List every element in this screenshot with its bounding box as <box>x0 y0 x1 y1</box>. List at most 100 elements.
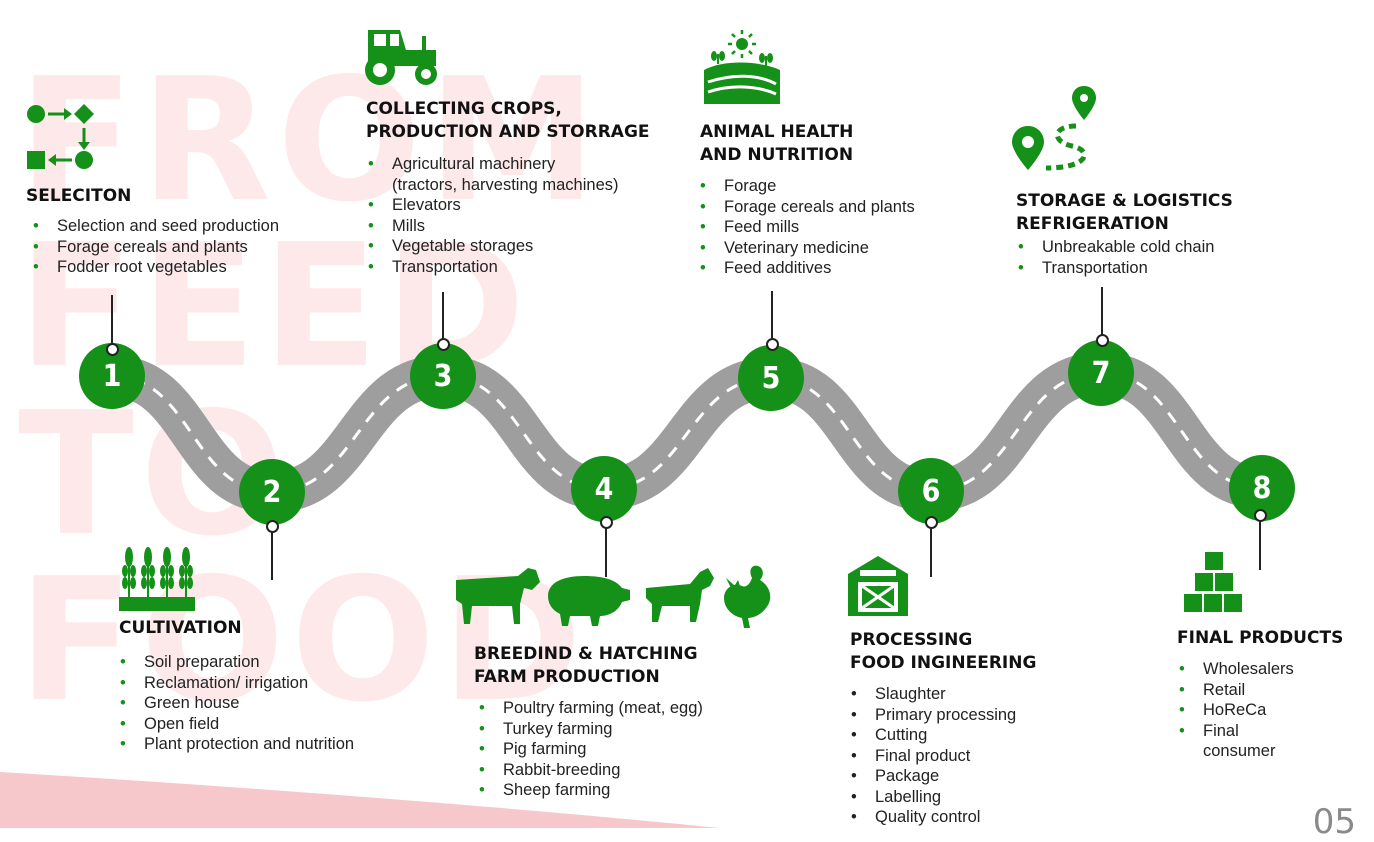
step-8-title: FINAL PRODUCTS <box>1177 627 1343 650</box>
step-3-title: COLLECTING CROPS, PRODUCTION AND STORRAG… <box>366 98 650 144</box>
list-item: Transportation <box>1016 258 1214 279</box>
bottom-stripe <box>0 772 720 828</box>
farm-animals-icon <box>456 565 771 628</box>
list-item: Forage cereals and plants <box>698 197 915 218</box>
list-item: Agricultural machinery <box>366 154 619 175</box>
list-item: Cutting <box>849 725 1016 746</box>
list-item: HoReCa <box>1177 700 1294 721</box>
connector-dot-5 <box>766 338 779 351</box>
connector-line-2 <box>271 526 273 580</box>
step-circle-6: 6 <box>898 458 964 524</box>
list-item: Slaughter <box>849 684 1016 705</box>
step-1-title: SELECITON <box>26 185 131 208</box>
tractor-icon <box>365 30 437 85</box>
list-item: Rabbit-breeding <box>477 760 703 781</box>
list-item: Forage cereals and plants <box>31 237 279 258</box>
list-item: Final <box>1177 721 1294 742</box>
list-item: Reclamation/ irrigation <box>118 673 354 694</box>
connector-line-4 <box>605 522 607 577</box>
list-item: Vegetable storages <box>366 236 619 257</box>
step-6-title-line-1: PROCESSING <box>850 630 973 650</box>
step-circle-7: 7 <box>1068 340 1134 406</box>
barn-icon <box>848 556 908 616</box>
connector-dot-1 <box>106 343 119 356</box>
list-item: Fodder root vegetables <box>31 257 279 278</box>
step-circle-4: 4 <box>571 456 637 522</box>
step-7-title-line-1: STORAGE & LOGISTICS <box>1016 191 1233 211</box>
step-2-title: CULTIVATION <box>119 617 242 640</box>
list-item: Sheep farming <box>477 780 703 801</box>
list-item: Open field <box>118 714 354 735</box>
step-6-title-line-2: FOOD INGINEERING <box>850 653 1037 673</box>
step-circle-2: 2 <box>239 459 305 525</box>
step-5-title-line-2: AND NUTRITION <box>700 145 854 165</box>
connector-dot-7 <box>1096 334 1109 347</box>
list-item: Final product <box>849 746 1016 767</box>
connector-dot-3 <box>437 338 450 351</box>
list-item: Labelling <box>849 787 1016 808</box>
list-item: Primary processing <box>849 705 1016 726</box>
step-1-list: Selection and seed production Forage cer… <box>31 216 279 278</box>
step-3-list: Agricultural machinery (tractors, harves… <box>366 154 619 277</box>
step-3-title-line-1: COLLECTING CROPS, <box>366 99 562 119</box>
list-item: Selection and seed production <box>31 216 279 237</box>
route-pins-icon <box>1012 86 1096 171</box>
step-6-list: Slaughter Primary processing Cutting Fin… <box>849 684 1016 828</box>
step-5-title: ANIMAL HEALTH AND NUTRITION <box>700 121 853 167</box>
step-2-list: Soil preparation Reclamation/ irrigation… <box>118 652 354 755</box>
list-item: Turkey farming <box>477 719 703 740</box>
list-item: Soil preparation <box>118 652 354 673</box>
list-item-continuation: (tractors, harvesting machines) <box>392 175 619 194</box>
step-5-title-line-1: ANIMAL HEALTH <box>700 122 854 142</box>
step-8-title-line: FINAL PRODUCTS <box>1177 628 1344 648</box>
connector-dot-8 <box>1254 509 1267 522</box>
process-flow-icon <box>27 104 94 169</box>
list-item: Veterinary medicine <box>698 238 915 259</box>
step-5-list: Forage Forage cereals and plants Feed mi… <box>698 176 915 279</box>
connector-line-7 <box>1101 287 1103 340</box>
step-4-list: Poultry farming (meat, egg) Turkey farmi… <box>477 698 703 801</box>
connector-dot-2 <box>266 520 279 533</box>
step-7-title: STORAGE & LOGISTICS REFRIGERATION <box>1016 190 1233 236</box>
step-4-title: BREEDIND & HATCHING FARM PRODUCTION <box>474 643 698 689</box>
list-item: Feed mills <box>698 217 915 238</box>
connector-line-3 <box>442 292 444 344</box>
page-number: 05 <box>1312 802 1356 842</box>
connector-line-1 <box>111 295 113 349</box>
list-item: Package <box>849 766 1016 787</box>
road-center-dash <box>111 371 1263 494</box>
connector-line-5 <box>771 291 773 344</box>
step-7-list: Unbreakable cold chain Transportation <box>1016 237 1214 278</box>
step-7-title-line-2: REFRIGERATION <box>1016 214 1169 234</box>
list-item: Elevators <box>366 195 619 216</box>
list-item: Transportation <box>366 257 619 278</box>
step-8-list: Wholesalers Retail HoReCa Final consumer <box>1177 659 1294 762</box>
list-item: Unbreakable cold chain <box>1016 237 1214 258</box>
list-item: Feed additives <box>698 258 915 279</box>
step-1-title-line: SELECITON <box>26 186 132 206</box>
step-4-title-line-1: BREEDIND & HATCHING <box>474 644 698 664</box>
step-circle-5: 5 <box>738 345 804 411</box>
connector-dot-6 <box>925 516 938 529</box>
list-item-continuation: consumer <box>1203 742 1276 760</box>
boxes-icon <box>1184 552 1242 612</box>
connector-line-8 <box>1259 515 1261 570</box>
step-6-title: PROCESSING FOOD INGINEERING <box>850 629 1036 675</box>
step-circle-3: 3 <box>410 343 476 409</box>
list-item: Pig farming <box>477 739 703 760</box>
wheat-icon <box>119 547 195 611</box>
list-item: Poultry farming (meat, egg) <box>477 698 703 719</box>
step-3-title-line-2: PRODUCTION AND STORRAGE <box>366 122 650 142</box>
step-4-title-line-2: FARM PRODUCTION <box>474 667 660 687</box>
list-item: Wholesalers <box>1177 659 1294 680</box>
list-item: Mills <box>366 216 619 237</box>
field-sun-icon <box>704 30 780 104</box>
list-item: Forage <box>698 176 915 197</box>
connector-line-6 <box>930 522 932 577</box>
step-2-title-line: CULTIVATION <box>119 618 242 638</box>
list-item: Quality control <box>849 807 1016 828</box>
list-item: Green house <box>118 693 354 714</box>
connector-dot-4 <box>600 516 613 529</box>
list-item: Plant protection and nutrition <box>118 734 354 755</box>
list-item: Retail <box>1177 680 1294 701</box>
